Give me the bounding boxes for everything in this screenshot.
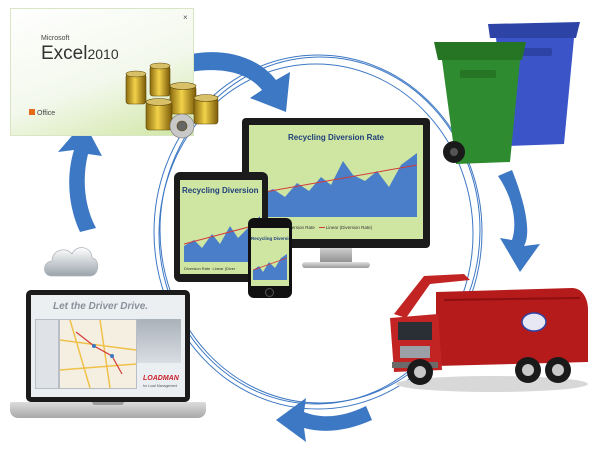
laptop-slogan: Let the Driver Drive. <box>53 301 149 312</box>
laptop-screen: Let the Driver Drive. LOADMAN for Load M… <box>31 295 185 397</box>
arrow-right-icon <box>498 170 540 272</box>
tablet-legend-trend: Linear (Diver <box>212 266 236 271</box>
app-sidebar <box>35 319 59 389</box>
cloud-icon <box>44 247 99 277</box>
laptop-brand: LOADMAN <box>143 375 179 382</box>
tablet-series-area <box>184 216 260 262</box>
phone-home-button <box>265 288 274 297</box>
close-mark: × <box>183 13 188 22</box>
photo-panel <box>137 319 181 363</box>
phone-chart-title: Recycling Diversion <box>251 236 289 241</box>
office-logo: Office <box>29 109 55 117</box>
office-label: Office <box>37 110 56 117</box>
monitor-legend-trend-swatch <box>318 227 325 229</box>
arrow-top-icon <box>176 52 290 112</box>
oil-filter-icon <box>125 62 219 139</box>
tablet-legend: Diversion Rate Linear (Diver <box>184 266 235 271</box>
monitor-legend: Diversion Rate Linear (Diversion Rate) <box>279 225 372 230</box>
laptop-lid: Let the Driver Drive. LOADMAN for Load M… <box>26 290 190 402</box>
excel-product: Excel2010 <box>41 43 119 65</box>
monitor-series-area <box>259 153 417 217</box>
office-logo-icon <box>29 109 35 115</box>
monitor-neck <box>320 248 352 264</box>
laptop-notch <box>92 402 124 405</box>
excel-version: 2010 <box>87 46 119 62</box>
laptop-base <box>10 402 206 418</box>
monitor-chart <box>259 153 417 217</box>
monitor-chart-title: Recycling Diversion Rate <box>287 133 385 142</box>
arrow-bottom-icon <box>276 398 372 442</box>
laptop-brand-sub: for Load Management <box>143 384 178 388</box>
arrow-left-icon <box>58 122 102 232</box>
monitor-trend-line <box>259 164 417 194</box>
phone-trend-line <box>253 257 287 271</box>
tablet-chart <box>184 216 260 262</box>
tablet-legend-series: Diversion Rate <box>184 266 211 271</box>
phone-chart <box>253 254 287 280</box>
phone-series-area <box>253 254 287 280</box>
laptop: Let the Driver Drive. LOADMAN for Load M… <box>10 290 206 434</box>
map-view <box>59 319 137 389</box>
excel-brand: Microsoft <box>41 35 70 42</box>
monitor-legend-series: Diversion Rate <box>285 225 315 230</box>
tablet-chart-title: Recycling Diversion <box>182 186 259 195</box>
monitor-legend-trend: Linear (Diversion Rate) <box>325 225 373 230</box>
garbage-truck-icon <box>390 274 588 392</box>
map-roads <box>60 320 136 388</box>
recycling-bin-icon <box>434 22 580 164</box>
monitor-base <box>302 262 370 268</box>
phone-screen: Recycling Diversion <box>251 228 289 286</box>
excel-product-name: Excel <box>41 43 88 64</box>
tablet-trend-line <box>184 223 260 245</box>
phone: Recycling Diversion <box>248 218 292 298</box>
